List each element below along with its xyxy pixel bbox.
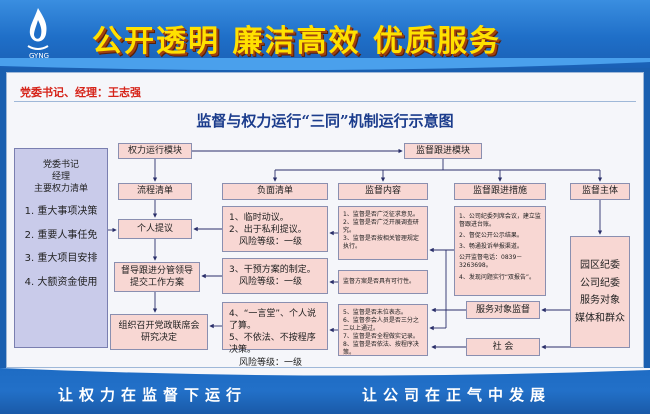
logo-text: GYNG <box>28 52 49 60</box>
process-step: 个人提议 <box>118 219 192 239</box>
footer-bar <box>0 368 650 414</box>
column-subject: 监督主体 <box>570 183 630 200</box>
society-box: 社 会 <box>466 338 540 356</box>
panel-heading-3: 主要权力清单 <box>33 184 88 195</box>
power-list-panel: 党委书记 经理 主要权力清单 1. 重大事项决策 2. 重要人事任免 3. 重大… <box>14 148 108 348</box>
column-measures: 监督跟进措施 <box>454 183 546 200</box>
slogan: 公开透明 廉洁高效 优质服务 <box>92 24 501 59</box>
footer-motto-right: 让公司在正气中发展 <box>362 386 552 404</box>
panel-heading-1: 党委书记 <box>42 160 79 170</box>
column-content: 监督内容 <box>338 183 428 200</box>
column-negative: 负面清单 <box>222 183 328 200</box>
measures-box: 1、公司纪委列席会议，建立监督跟进台账。 2、督促公开公示结果。 3、畅通投诉举… <box>454 206 546 296</box>
negative-item-1: 1、临时动议。 2、出于私利提议。 风险等级：一级 <box>222 206 328 252</box>
panel-item: 2. 重要人事任免 <box>24 229 98 241</box>
panel-item: 4. 大额资金使用 <box>24 276 98 288</box>
flame-logo-icon <box>27 8 49 50</box>
leader-line: 党委书记、经理：王志强 <box>20 86 141 99</box>
subject-box: 园区纪委 公司纪委 服务对象 媒体和群众 <box>570 236 630 348</box>
service-object-supervision-box: 服务对象监督 <box>466 301 540 319</box>
header-banner <box>0 0 650 68</box>
banner-wave <box>0 58 650 71</box>
supervision-module-box: 监督跟进模块 <box>404 143 482 159</box>
panel-heading-2: 经理 <box>51 172 70 183</box>
panel-item: 3. 重大项目安排 <box>24 253 98 265</box>
footer-motto-left: 让权力在监督下运行 <box>58 386 248 404</box>
content-item-2: 监督方案是否具有可行性。 <box>338 270 428 294</box>
divider <box>14 101 636 102</box>
negative-item-2: 3、干预方案的制定。 风险等级：一级 <box>222 258 328 294</box>
content-item-3: 5、监督是否未位表态。 6、监督参会人员是否三分之二以上通过。 7、监督是否全程… <box>338 304 428 356</box>
footer-wave <box>0 368 650 376</box>
diagram-title: 监督与权力运行“三同”机制运行示意图 <box>196 112 454 130</box>
process-step: 组织召开党政联席会研究决定 <box>110 314 208 350</box>
process-step: 督导跟进分管领导提交工作方案 <box>114 262 200 292</box>
power-module-box: 权力运行模块 <box>118 143 192 159</box>
content-item-1: 1、监督是否广泛征求意见。 2、监督是否广泛开展调查研究。 3、监督是否按相关管… <box>338 206 428 260</box>
panel-item: 1. 重大事项决策 <box>24 206 98 218</box>
negative-item-3: 4、“一言堂”、个人说了算。 5、不依法、不按程序决策。 风险等级：一级 <box>222 302 328 368</box>
column-process: 流程清单 <box>118 183 192 200</box>
